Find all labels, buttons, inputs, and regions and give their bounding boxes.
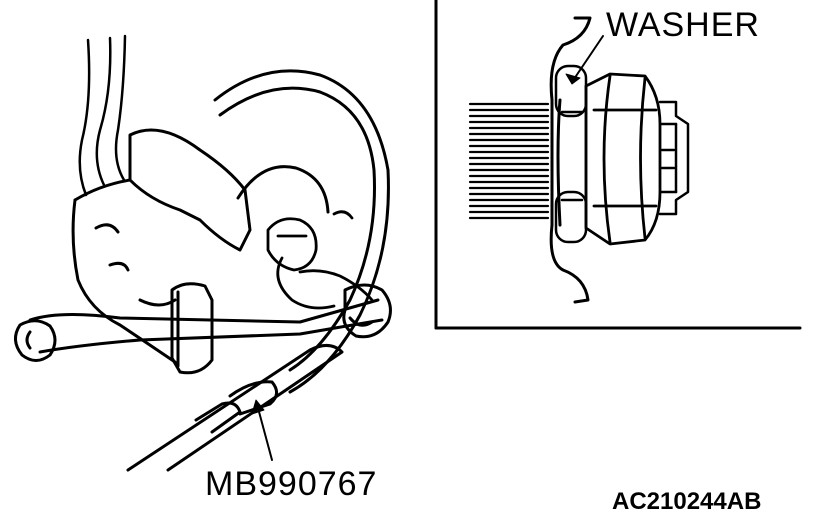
- inset-frame: [434, 0, 802, 330]
- special-tool-mb990767: [14, 282, 392, 375]
- tool-leader-line: [257, 407, 273, 461]
- steering-knuckle: [71, 128, 252, 364]
- hub-nut: [584, 72, 662, 246]
- washer-leader-line: [571, 35, 604, 83]
- lever-bar: [126, 344, 344, 472]
- tool-leader-arrow: [251, 399, 265, 415]
- washer-leader-arrow: [565, 73, 581, 85]
- shaft-tip: [658, 100, 690, 216]
- tool-part-number-label: MB990767: [205, 465, 378, 503]
- hub-assembly: [266, 210, 374, 310]
- washer-label: WASHER: [606, 6, 760, 44]
- brake-disc: [213, 69, 390, 394]
- shaft-splines: [468, 102, 550, 220]
- inset-axle-shaft: [468, 102, 550, 220]
- figure-id-label: AC210244AB: [612, 488, 762, 515]
- strut-tube: [78, 34, 127, 197]
- inset-hub-flange: [549, 16, 592, 304]
